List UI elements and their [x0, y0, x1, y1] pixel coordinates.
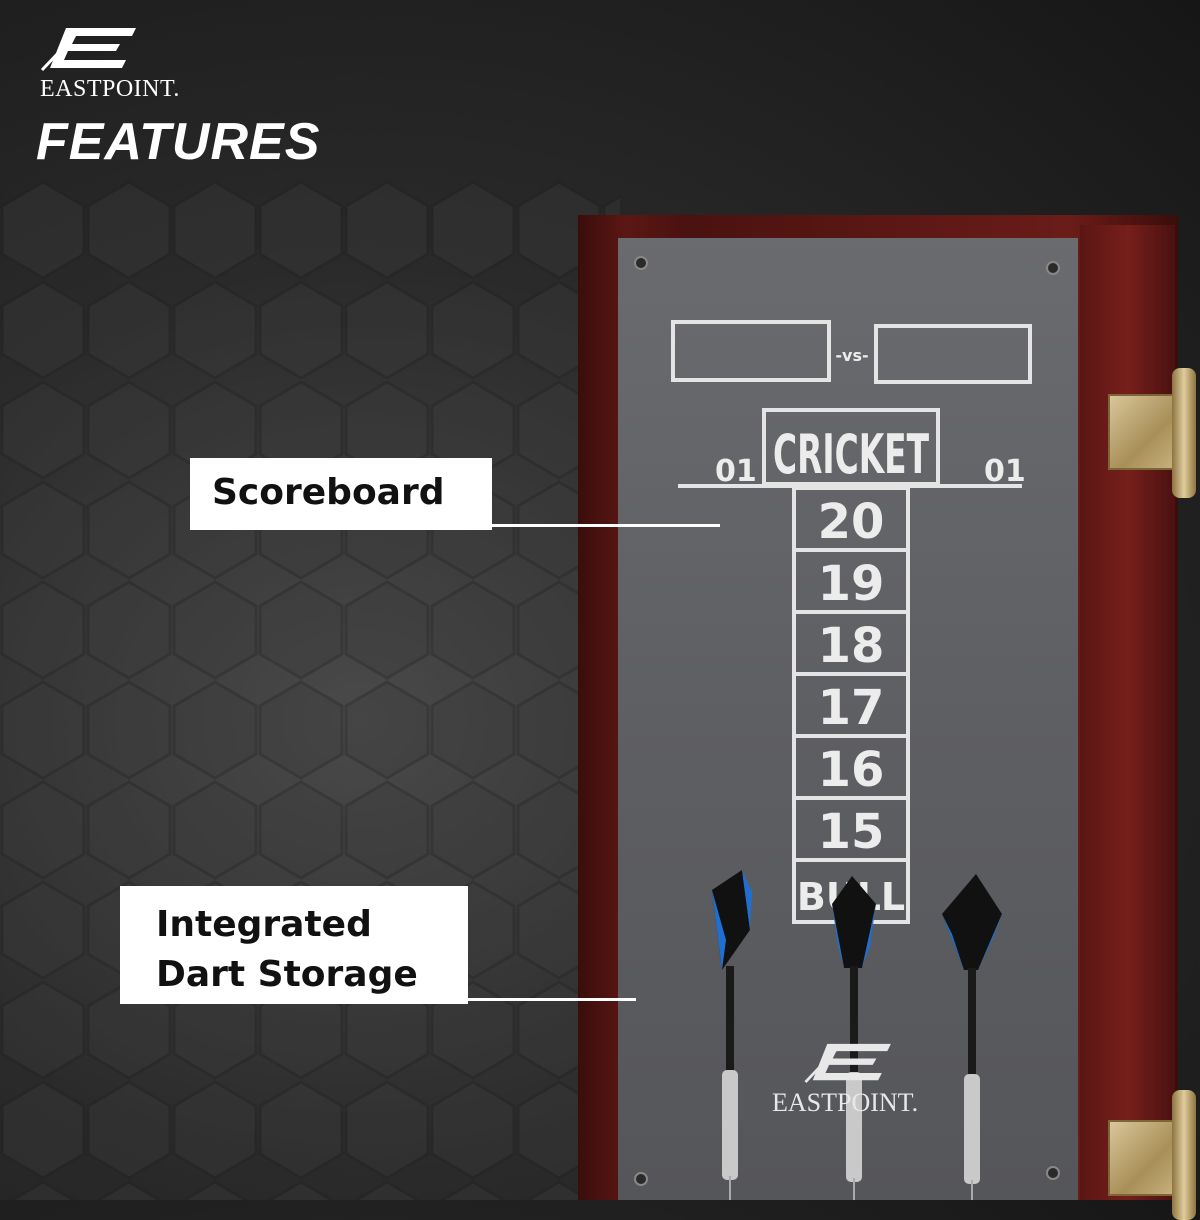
cricket-number-label: 20 [818, 494, 885, 550]
screw-icon [634, 256, 648, 270]
dart-storage-callout-line1: Integrated [156, 904, 372, 945]
screw-icon [634, 1172, 648, 1186]
eastpoint-e-logo-icon [40, 28, 136, 72]
brass-hinge-top [1108, 394, 1178, 470]
page-heading: FEATURES [36, 113, 321, 171]
dart-storage-callout-line [450, 998, 636, 1001]
cricket-number-label: 19 [818, 556, 885, 612]
hinge-pin-bottom [1172, 1090, 1196, 1220]
cabinet-door-edge [1080, 225, 1175, 1200]
left-score-label: 01 [715, 454, 757, 489]
player-two-name-box[interactable] [874, 324, 1032, 384]
screw-icon [1046, 261, 1060, 275]
dart-storage-callout: Integrated Dart Storage [120, 886, 468, 1004]
cricket-number-label: 16 [818, 742, 885, 798]
dart-left[interactable] [712, 870, 752, 1200]
vs-label: -vs- [835, 346, 868, 365]
scoreboard-callout-label: Scoreboard [212, 472, 445, 513]
hinge-pin-top [1172, 368, 1196, 498]
player-one-name-box[interactable] [671, 320, 831, 382]
eastpoint-logo: EASTPOINT. [36, 24, 179, 104]
scoreboard-callout-line [470, 524, 720, 527]
cricket-label: CRICKET [773, 423, 929, 486]
eastpoint-e-logo-icon [804, 1043, 891, 1084]
scoreboard: -vs- CRICKET 01 01 201918171615BULL [671, 320, 1032, 924]
cabinet-wordmark: EASTPOINT. [772, 1088, 919, 1117]
cricket-number-label: 18 [818, 618, 885, 674]
cricket-number-label: 17 [818, 680, 885, 736]
scoreboard-callout: Scoreboard [190, 458, 492, 530]
scoreboard-backboard [618, 238, 1078, 1200]
brass-hinge-bottom [1108, 1120, 1178, 1196]
dart-center[interactable] [832, 876, 876, 1200]
dart-right[interactable] [942, 874, 1002, 1200]
screw-icon [1046, 1166, 1060, 1180]
cricket-number-label: 15 [818, 804, 885, 860]
cabinet-eastpoint-logo: EASTPOINT. [772, 1040, 932, 1120]
cricket-number-column: 201918171615BULL [792, 486, 910, 924]
right-score-label: 01 [984, 454, 1026, 489]
dart-storage [712, 870, 1002, 1200]
brand-wordmark: EASTPOINT. [40, 76, 180, 102]
hexagon-pattern-background [0, 180, 620, 1200]
dart-storage-callout-line2: Dart Storage [156, 954, 418, 995]
